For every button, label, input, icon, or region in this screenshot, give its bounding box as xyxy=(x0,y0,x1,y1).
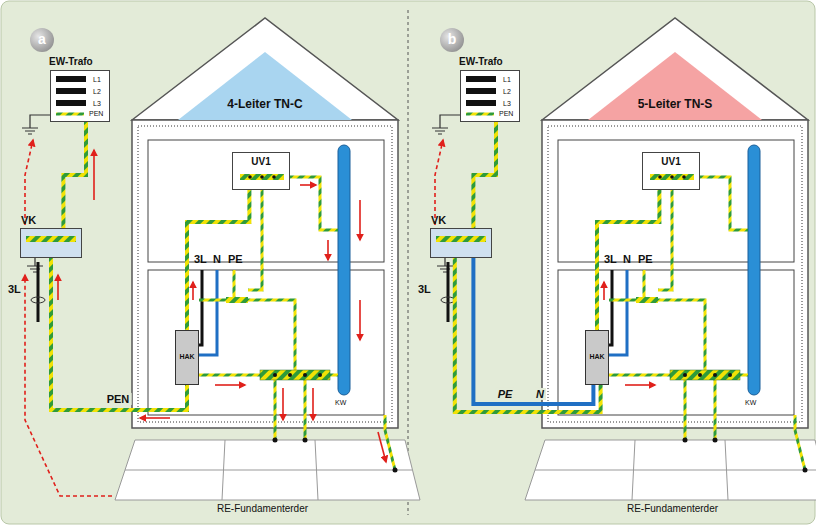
conductor-label: 3L xyxy=(418,283,431,295)
node-text: HAK xyxy=(586,353,608,361)
node-text: UV1 xyxy=(233,156,289,167)
node-text: 5-Leiter TN-S xyxy=(615,98,735,111)
node-text: KW xyxy=(745,399,756,407)
node-text: RE-Fundamenterder xyxy=(110,503,415,514)
water-pipe: KW xyxy=(748,145,760,395)
node-text: a xyxy=(30,32,54,47)
conductor-label: N xyxy=(213,253,221,265)
distribution-cabinet: VK xyxy=(20,228,82,258)
conductor-label: N xyxy=(623,253,631,265)
earth-conductor xyxy=(597,190,659,330)
cable-label: PE xyxy=(496,388,515,400)
cable-label: PEN xyxy=(105,393,132,405)
node-text: PEN xyxy=(89,110,103,118)
conductor-label: 3L xyxy=(194,253,207,265)
node-text: RE-Fundamenterder xyxy=(520,503,816,514)
earth-conductor xyxy=(51,258,187,410)
node-text: VK xyxy=(431,214,446,226)
conductor-label: 3L xyxy=(8,283,21,295)
node-text: L3 xyxy=(93,100,101,108)
panel-badge: a xyxy=(30,28,54,52)
system-title-band: 4-Leiter TN-C xyxy=(205,96,325,114)
earth-conductor xyxy=(187,190,249,330)
node-text: L1 xyxy=(503,76,511,84)
node-text: VK xyxy=(21,214,36,226)
transformer-box: EW-TrafoL1L2L3PEN xyxy=(50,70,110,122)
node-text: EW-Trafo xyxy=(459,56,503,67)
foundation-earth: RE-Fundamenterder xyxy=(110,440,415,500)
panel-badge: b xyxy=(440,28,464,52)
node-text: UV1 xyxy=(643,156,699,167)
neutral-cable xyxy=(473,258,593,404)
distribution-cabinet: VK xyxy=(430,228,492,258)
cable-label: N xyxy=(534,388,546,400)
node-text: PEN xyxy=(499,110,513,118)
earth-conductor xyxy=(63,122,86,228)
node-text: 4-Leiter TN-C xyxy=(205,98,325,111)
conductor-label: PE xyxy=(228,253,243,265)
node-text: L2 xyxy=(93,88,101,96)
water-pipe: KW xyxy=(338,145,350,395)
node-text: EW-Trafo xyxy=(49,56,93,67)
node-text: HAK xyxy=(176,353,198,361)
conductor-label: 3L xyxy=(604,253,617,265)
node-text: L1 xyxy=(93,76,101,84)
house-connection-box: HAK xyxy=(175,330,199,385)
sub-distribution-box: UV1 xyxy=(642,152,700,190)
foundation-earth: RE-Fundamenterder xyxy=(520,440,816,500)
earth-conductor xyxy=(473,122,496,228)
conductor-label: PE xyxy=(638,253,653,265)
node-text: b xyxy=(440,32,464,47)
transformer-box: EW-TrafoL1L2L3PEN xyxy=(460,70,520,122)
node-text: KW xyxy=(335,399,346,407)
node-text: L2 xyxy=(503,88,511,96)
house-connection-box: HAK xyxy=(585,330,609,385)
sub-distribution-box: UV1 xyxy=(232,152,290,190)
earth-conductor xyxy=(455,258,601,412)
system-title-band: 5-Leiter TN-S xyxy=(615,96,735,114)
node-text: L3 xyxy=(503,100,511,108)
